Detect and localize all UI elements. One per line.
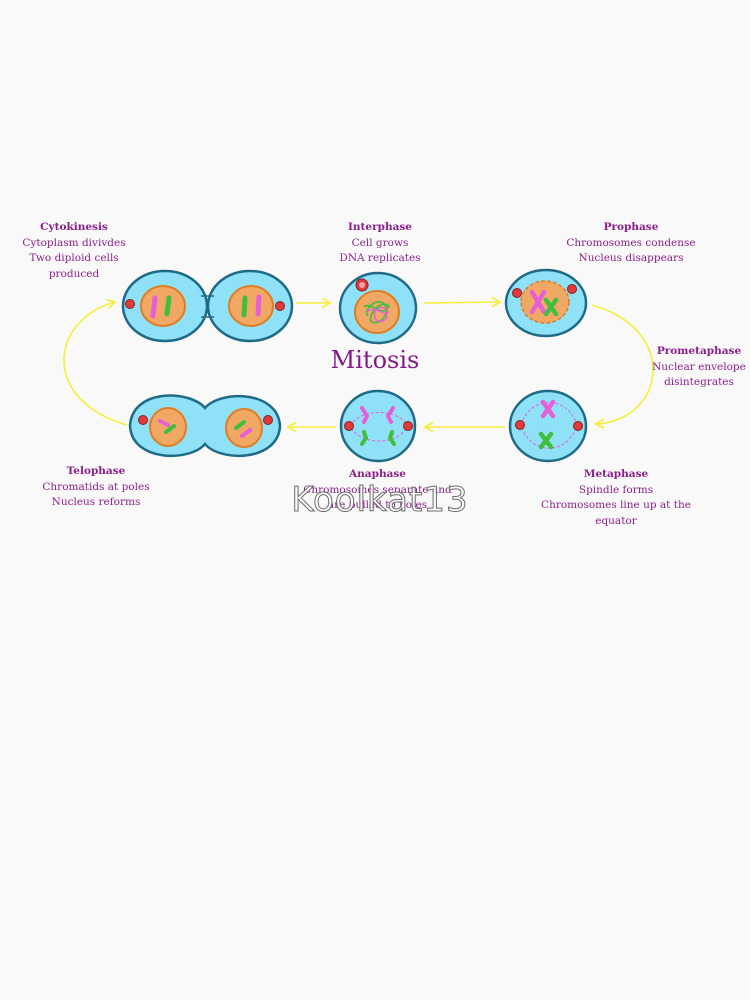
- label-cytokinesis: Cytokinesis Cytoplasm divivdes Two diplo…: [10, 220, 138, 282]
- arrow-prophase-to-metaphase: [591, 304, 654, 429]
- stage-line: Spindle forms: [578, 483, 654, 496]
- stage-line: Nucleus reforms: [51, 496, 141, 508]
- stage-title: Prophase: [603, 221, 659, 233]
- cytokinesis-cell-left: [121, 269, 209, 343]
- anaphase-cell: [339, 389, 417, 463]
- stage-line: Nucleus disappears: [578, 252, 684, 264]
- stage-line: Cytoplasm divivdes: [22, 236, 126, 249]
- label-prophase: Prophase Chromosomes condense Nucleus di…: [560, 220, 702, 267]
- metaphase-cell: [508, 389, 588, 463]
- label-prometaphase: Prometaphase Nuclear envelope disintegra…: [648, 344, 750, 391]
- cycle-arrows: [63, 296, 654, 433]
- stage-line: disintegrates: [664, 376, 734, 388]
- telophase-cell: [128, 394, 282, 457]
- stage-line: are pulled to poles: [327, 499, 428, 511]
- stage-line: Chromatids at poles: [42, 480, 150, 493]
- prophase-cell: [504, 268, 588, 338]
- stage-line: Nuclear envelope: [652, 360, 746, 373]
- stage-title: Cytokinesis: [40, 221, 108, 233]
- stage-title: Telophase: [66, 465, 126, 477]
- stage-title: Prometaphase: [656, 345, 742, 357]
- stage-line: DNA replicates: [339, 252, 421, 264]
- diagram-title: Mitosis: [330, 346, 420, 374]
- label-metaphase: Metaphase Spindle forms Chromosomes line…: [520, 467, 712, 529]
- stage-line: Chromosomes line up at the equator: [541, 499, 691, 527]
- label-telophase: Telophase Chromatids at poles Nucleus re…: [36, 464, 156, 511]
- stage-title: Anaphase: [349, 468, 406, 480]
- cytokinesis-cell-right: [206, 269, 294, 343]
- interphase-cell: [338, 271, 418, 345]
- arrow-telophase-to-cytokinesis: [63, 298, 128, 426]
- label-interphase: Interphase Cell grows DNA replicates: [320, 220, 440, 267]
- stage-title: Metaphase: [583, 468, 649, 480]
- label-anaphase: Anaphase Chromosomes separate and are pu…: [300, 467, 455, 514]
- stage-line: Chromosomes separate and: [303, 483, 452, 496]
- stage-line: Chromosomes condense: [566, 236, 696, 249]
- stage-title: Interphase: [348, 221, 412, 233]
- cytokinesis-furrow: [201, 295, 214, 318]
- watermark: Koolkat13: [291, 480, 469, 521]
- stage-line: Two diploid cells produced: [29, 252, 119, 280]
- arrow-interphase-to-prophase: [423, 296, 502, 308]
- stage-line: Cell grows: [351, 236, 409, 249]
